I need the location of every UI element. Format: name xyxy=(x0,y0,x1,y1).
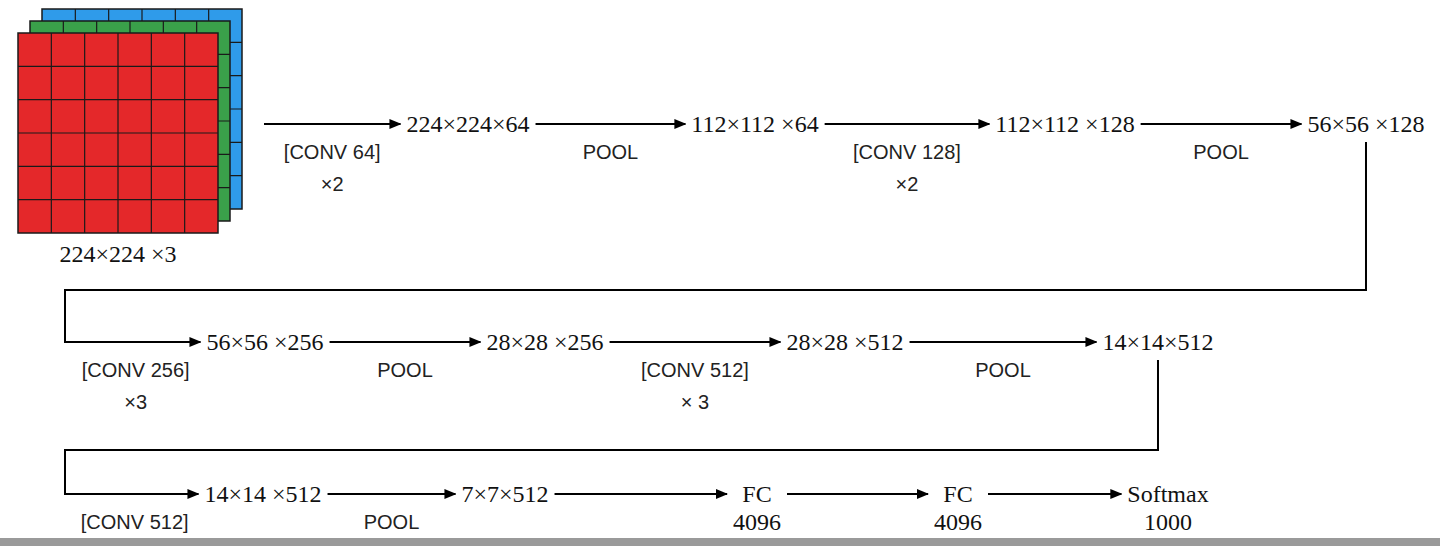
shape-label: 1000 xyxy=(1127,508,1208,536)
tensor-shape: 28×28 ×256 xyxy=(486,328,603,356)
tensor-shape: 224×224×64 xyxy=(406,110,529,138)
layer-label: POOL xyxy=(345,354,465,386)
flow-arrow xyxy=(610,341,781,343)
shape-label: 112×112 ×128 xyxy=(995,110,1134,138)
tensor-shape: 56×56 ×128 xyxy=(1307,110,1424,138)
tensor-shape: Softmax1000 xyxy=(1127,480,1208,536)
layer-label: [CONV 512] xyxy=(75,506,195,538)
shape-label: 14×14×512 xyxy=(1102,328,1213,356)
layer-label: [CONV 64] ×2 xyxy=(272,136,392,200)
layer-label: POOL xyxy=(550,136,670,168)
layer-label: [CONV 512] × 3 xyxy=(635,354,755,418)
layer-label: [CONV 256] ×3 xyxy=(76,354,196,418)
flow-arrow xyxy=(65,142,1366,342)
flow-arrow xyxy=(825,123,990,125)
flow-arrow xyxy=(787,493,928,495)
tensor-shape: 14×14 ×512 xyxy=(204,480,321,508)
input-image: 224×224 ×3 xyxy=(0,0,250,272)
layer-label: [CONV 128] ×2 xyxy=(847,136,967,200)
flow-arrow xyxy=(536,123,686,125)
shape-label: 4096 xyxy=(733,508,781,536)
layer-label: POOL xyxy=(1161,136,1281,168)
shape-label: FC xyxy=(934,480,982,508)
layer-label: POOL xyxy=(331,506,451,538)
shape-label: 4096 xyxy=(934,508,982,536)
shape-label: 224×224 ×3 xyxy=(0,240,236,268)
flow-arrow xyxy=(988,493,1121,495)
bottom-bar xyxy=(0,538,1440,546)
input-image-cube xyxy=(0,0,250,240)
tensor-shape: 112×112 ×64 xyxy=(691,110,818,138)
shape-label: FC xyxy=(733,480,781,508)
tensor-shape: 7×7×512 xyxy=(461,480,548,508)
flow-arrow xyxy=(264,123,400,125)
shape-label: 112×112 ×64 xyxy=(691,110,818,138)
shape-label: Softmax xyxy=(1127,480,1208,508)
flow-arrow xyxy=(328,493,456,495)
shape-label: 224×224×64 xyxy=(406,110,529,138)
tensor-shape: 56×56 ×256 xyxy=(206,328,323,356)
shape-label: 28×28 ×256 xyxy=(486,328,603,356)
tensor-shape: FC4096 xyxy=(934,480,982,536)
flow-arrow xyxy=(555,493,727,495)
tensor-shape: FC4096 xyxy=(733,480,781,536)
shape-label: 56×56 ×128 xyxy=(1307,110,1424,138)
shape-label: 7×7×512 xyxy=(461,480,548,508)
flow-arrow xyxy=(910,341,1097,343)
shape-label: 14×14 ×512 xyxy=(204,480,321,508)
tensor-shape: 112×112 ×128 xyxy=(995,110,1134,138)
layer-label: POOL xyxy=(943,354,1063,386)
shape-label: 56×56 ×256 xyxy=(206,328,323,356)
shape-label: 28×28 ×512 xyxy=(786,328,903,356)
flow-arrow xyxy=(330,341,481,343)
flow-arrow xyxy=(1141,123,1302,125)
tensor-shape: 14×14×512 xyxy=(1102,328,1213,356)
tensor-shape: 28×28 ×512 xyxy=(786,328,903,356)
